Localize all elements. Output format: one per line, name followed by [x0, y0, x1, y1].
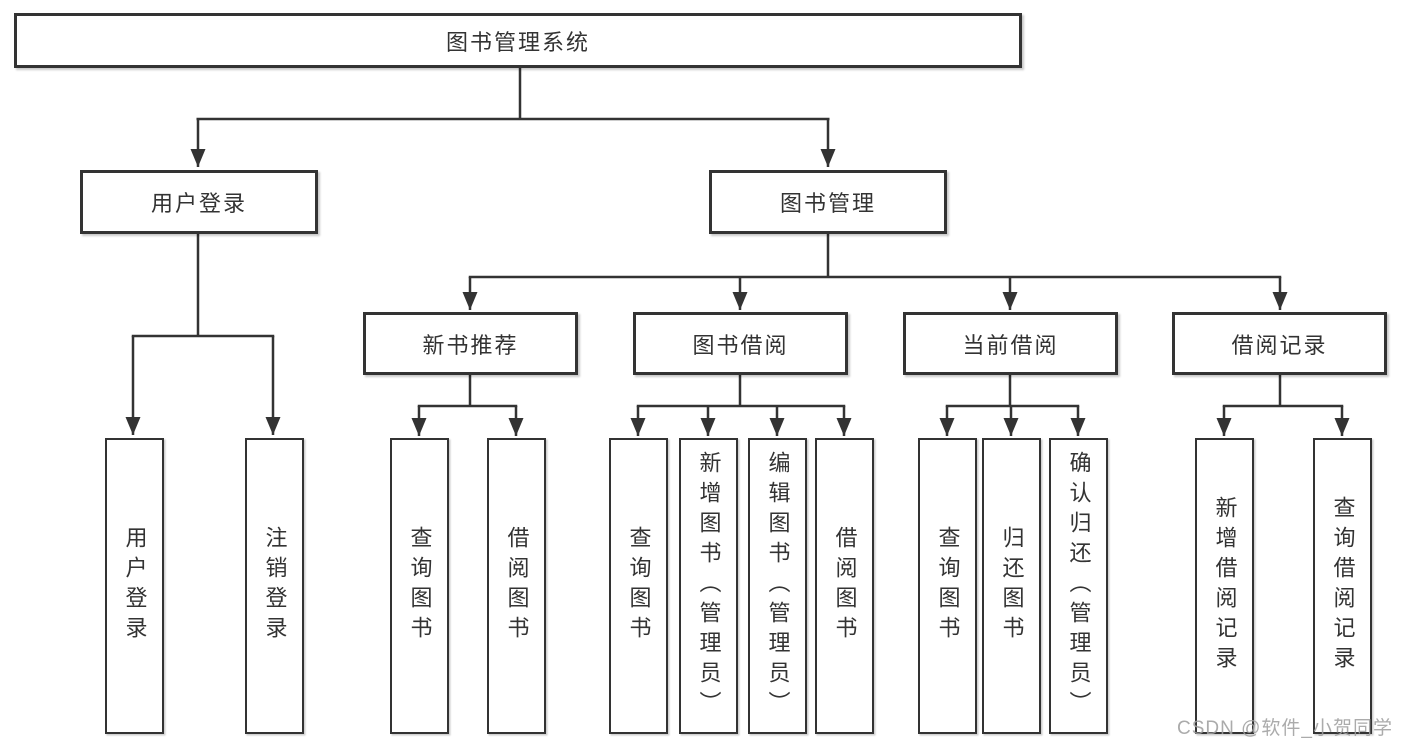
node-current-borrow: 当前借阅	[903, 312, 1118, 375]
node-borrow-records: 借阅记录	[1172, 312, 1387, 375]
leaf-query-books-current: 查询图书	[918, 438, 977, 734]
leaf-confirm-return-admin: 确认归还（管理员）	[1049, 438, 1108, 734]
leaf-borrow-books-recommend: 借阅图书	[487, 438, 546, 734]
csdn-watermark: CSDN @软件_小贺同学	[1177, 718, 1393, 739]
leaf-edit-book-admin: 编辑图书（管理员）	[748, 438, 807, 734]
leaf-query-borrow-record: 查询借阅记录	[1313, 438, 1372, 734]
leaf-add-borrow-record: 新增借阅记录	[1195, 438, 1254, 734]
node-book-borrow: 图书借阅	[633, 312, 848, 375]
node-user-login: 用户登录	[80, 170, 318, 234]
node-system-root: 图书管理系统	[14, 13, 1022, 68]
node-new-book-recommend: 新书推荐	[363, 312, 578, 375]
leaf-query-books-borrow: 查询图书	[609, 438, 668, 734]
node-book-management: 图书管理	[709, 170, 947, 234]
leaf-add-book-admin: 新增图书（管理员）	[679, 438, 738, 734]
leaf-borrow-books: 借阅图书	[815, 438, 874, 734]
leaf-query-books-recommend: 查询图书	[390, 438, 449, 734]
leaf-return-books: 归还图书	[982, 438, 1041, 734]
leaf-logout: 注销登录	[245, 438, 304, 734]
leaf-user-login: 用户登录	[105, 438, 164, 734]
